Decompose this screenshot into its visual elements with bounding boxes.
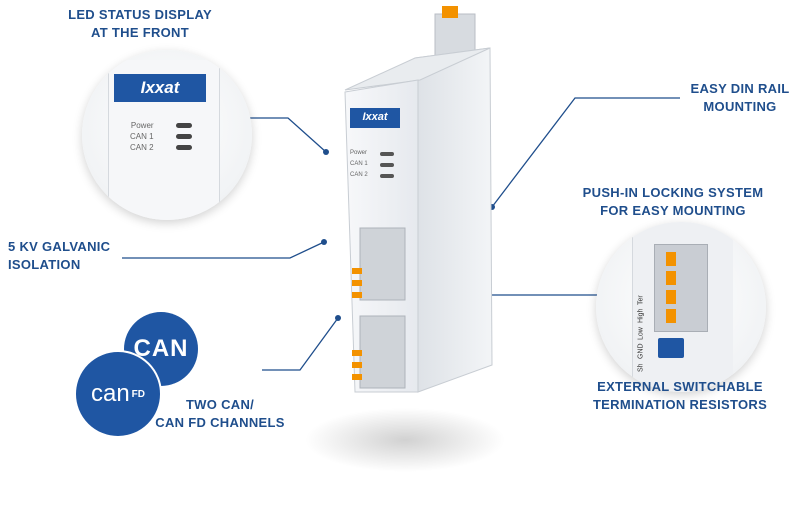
device-side [414, 47, 493, 393]
led-zoom-label-can2: CAN 2 [130, 143, 154, 152]
terminal-zoom-block [654, 244, 708, 332]
canfd-logo-text: can [90, 380, 130, 407]
terminal-zoom-lever [666, 271, 676, 285]
led-zoom-indicator [176, 145, 192, 150]
terminal-zoom-lever [666, 252, 676, 266]
terminal-zoom-circle: Sh GND Low High Ter [596, 222, 766, 392]
leader-channels [262, 317, 339, 371]
callout-pushin: PUSH-IN LOCKING SYSTEM FOR EASY MOUNTING [558, 184, 788, 220]
led-can2 [380, 174, 394, 178]
canfd-logo: can FD [74, 350, 162, 438]
top-connector-latch [442, 6, 458, 18]
callout-din-line1: EASY DIN RAIL [690, 81, 790, 96]
terminal-zoom-lever [666, 309, 676, 323]
terminal-label-gnd: GND [637, 343, 645, 360]
device-shadow [305, 408, 505, 472]
callout-din-line2: MOUNTING [703, 99, 777, 114]
led-zoom-indicators [176, 123, 192, 150]
led-zoom-indicator [176, 134, 192, 139]
leader-din [491, 97, 680, 208]
terminal-lever [352, 362, 362, 368]
callout-din: EASY DIN RAIL MOUNTING [675, 80, 805, 116]
callout-channels-line1: TWO CAN/ [185, 397, 255, 412]
led-zoom-label-power: Power [130, 121, 154, 130]
canfd-logo-sup: FD [131, 388, 146, 400]
leader-led [250, 117, 327, 153]
led-zoom-brand: Ixxat [140, 78, 180, 97]
device-led-label-can1: CAN 1 [350, 161, 368, 167]
led-zoom-indicator [176, 123, 192, 128]
terminal-block-2 [359, 315, 406, 389]
dip-switch [658, 338, 684, 358]
led-power [380, 152, 394, 156]
device-brand: Ixxat [362, 111, 388, 123]
terminal-block-1 [359, 227, 406, 301]
led-zoom-labels: Power CAN 1 CAN 2 [130, 120, 154, 153]
callout-termination-line2: TERMINATION RESISTORS [592, 397, 768, 412]
callout-pushin-line1: PUSH-IN LOCKING SYSTEM [582, 185, 764, 200]
device-led-labels: Power CAN 1 CAN 2 [350, 148, 368, 181]
callout-galvanic-line1: 5 KV GALVANIC [8, 239, 111, 254]
terminal-zoom-lever [666, 290, 676, 304]
terminal-lever [352, 292, 362, 298]
terminal-lever [352, 350, 362, 356]
led-zoom-circle: Ixxat Power CAN 1 CAN 2 [82, 50, 252, 220]
device-led-label-can2: CAN 2 [350, 172, 368, 178]
led-can1 [380, 163, 394, 167]
terminal-label-high: High [637, 308, 645, 324]
device-led-label-power: Power [350, 150, 368, 156]
callout-termination: EXTERNAL SWITCHABLE TERMINATION RESISTOR… [570, 378, 790, 414]
led-zoom-brand-plate: Ixxat [114, 74, 206, 102]
leader-galvanic [122, 241, 325, 259]
leader-dot-galvanic [321, 239, 327, 245]
terminal-zoom-levers [666, 252, 676, 323]
leader-dot-led [323, 149, 329, 155]
callout-led-line1: LED STATUS DISPLAY [68, 7, 212, 22]
callout-led-line2: AT THE FRONT [91, 25, 189, 40]
led-zoom-label-can1: CAN 1 [130, 132, 154, 141]
callout-pushin-line2: FOR EASY MOUNTING [600, 203, 746, 218]
callout-channels-line2: CAN FD CHANNELS [155, 415, 285, 430]
terminal-label-low: Low [637, 327, 645, 340]
terminal-lever [352, 280, 362, 286]
callout-led: LED STATUS DISPLAY AT THE FRONT [60, 6, 220, 42]
callout-galvanic-line2: ISOLATION [8, 257, 81, 272]
callout-channels: TWO CAN/ CAN FD CHANNELS [150, 396, 290, 432]
leader-dot-channels [335, 315, 341, 321]
terminal-label-ter: Ter [637, 294, 645, 305]
terminal-zoom-label-strip: Sh GND Low High Ter [634, 262, 648, 372]
callout-termination-line1: EXTERNAL SWITCHABLE [597, 379, 763, 394]
brand-plate [350, 108, 400, 128]
terminal-label-sh: Sh [637, 363, 645, 372]
callout-galvanic: 5 KV GALVANIC ISOLATION [8, 238, 128, 274]
terminal-lever [352, 374, 362, 380]
terminal-lever [352, 268, 362, 274]
